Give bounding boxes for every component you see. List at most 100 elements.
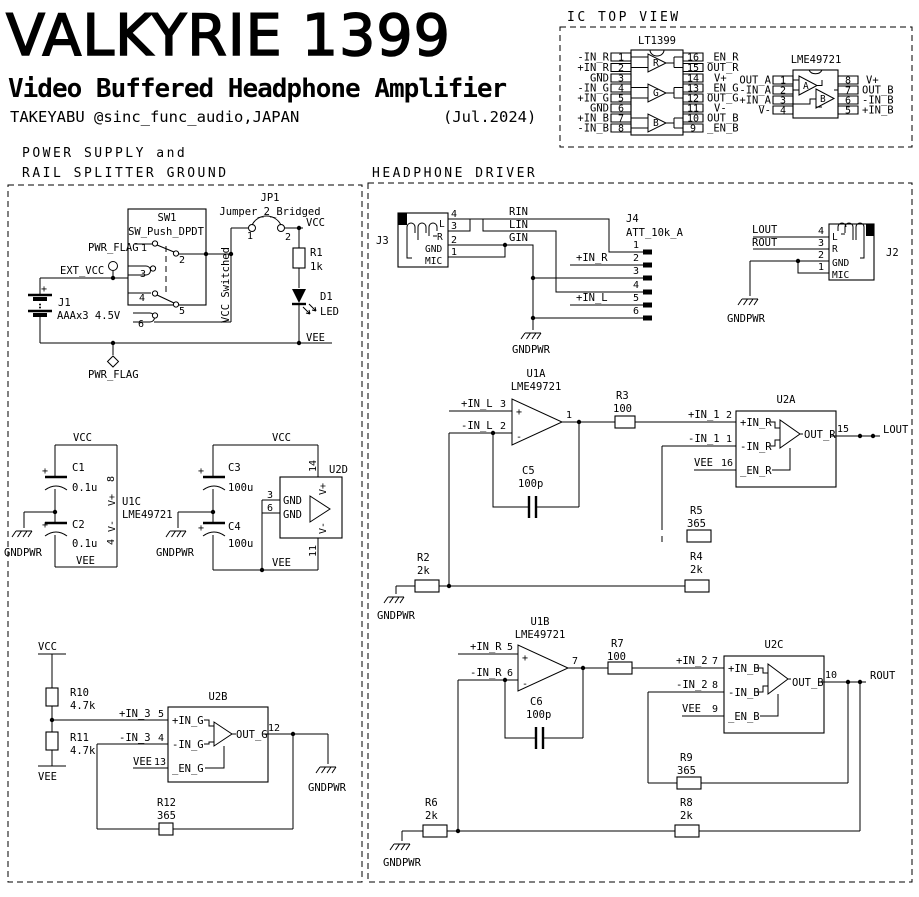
power-section-border xyxy=(7,184,363,883)
lt1399-pin-label: OUT_G xyxy=(707,93,739,105)
u1a-pin1-number: 1 xyxy=(566,410,572,421)
u1a-pin2-number: 2 xyxy=(500,421,506,432)
u2a-pin16-number: 16 xyxy=(721,458,733,469)
power-wires xyxy=(39,227,332,355)
in-r-net-label: +IN_R xyxy=(576,252,608,264)
c3-ref: C3 xyxy=(228,462,241,474)
u1a-pin3-number: 3 xyxy=(500,399,506,410)
u2b-pin-out: OUT_G xyxy=(236,729,268,741)
lme49721-pin-number: 2 xyxy=(780,86,786,97)
vee-label: VEE xyxy=(272,557,291,569)
u2a-pin2-number: 2 xyxy=(726,410,732,421)
lt1399-pin-label: -IN_R xyxy=(577,52,609,64)
power-junctions xyxy=(110,225,302,346)
lt1399-amp-g xyxy=(647,83,668,103)
u1b-in-plus-net: +IN_R xyxy=(470,641,502,653)
u2c-pin-in-plus: +IN_B xyxy=(728,663,760,675)
u2a-pin-in-minus: -IN_R xyxy=(740,441,772,453)
lt1399-pin-number: 12 xyxy=(687,94,699,105)
pwr-flag-bottom-label: PWR_FLAG xyxy=(88,369,139,381)
u2a-pin-in-plus: +IN_R xyxy=(740,417,772,429)
sw1-pin-1: 1 xyxy=(141,243,147,254)
vcc-net-label: VCC xyxy=(306,217,325,229)
u2a-vee-net: VEE xyxy=(694,457,713,469)
lt1399-pin-label: _EN_G xyxy=(707,83,739,95)
u2d-vminus-label: V- xyxy=(318,522,329,534)
j2-label-gnd: GND xyxy=(832,258,849,269)
r1-value: 1k xyxy=(310,261,323,273)
lt1399-symbol: LT1399 R G B -IN_R +IN_R GND -IN_G +IN_G… xyxy=(577,35,739,136)
j3-label-mic: MIC xyxy=(425,256,442,267)
j4-pin-number: 2 xyxy=(633,253,639,264)
u2d-amp-triangle xyxy=(309,495,331,523)
input-wires xyxy=(448,218,643,330)
u2b-pin-in-plus: +IN_G xyxy=(172,715,204,727)
rin-net-label: RIN xyxy=(509,206,528,218)
u2b-body xyxy=(167,706,269,783)
c2-ref: C2 xyxy=(72,519,85,531)
u2a-pin-out: OUT_R xyxy=(804,429,836,441)
lt1399-pin-label: V- xyxy=(714,103,727,115)
j3-ref: J3 xyxy=(376,235,389,247)
u2b-pin5-number: 5 xyxy=(158,709,164,720)
lt1399-amp-r-letter: R xyxy=(653,58,659,69)
vcc-switched-label: VCC_Switched xyxy=(220,247,232,323)
lme49721-pin-number: 4 xyxy=(780,106,786,117)
u1c-value: LME49721 xyxy=(122,509,173,521)
lme49721-amp-a xyxy=(798,75,819,96)
power-title-1: POWER SUPPLY and xyxy=(22,146,187,161)
title-block: VALKYRIE 1399 Video Buffered Headphone A… xyxy=(5,2,536,126)
jp1-pin-2: 2 xyxy=(285,232,291,243)
r9-ref: R9 xyxy=(680,752,693,764)
j3-label-gnd: GND xyxy=(425,244,442,255)
lt1399-pin-label: -IN_B xyxy=(577,123,609,135)
ic-top-view-title: IC TOP VIEW xyxy=(567,10,681,25)
r6-ref: R6 xyxy=(425,797,438,809)
sw1-switch: SW1 SW_Push_DPDT 1 2 3 4 5 6 xyxy=(127,208,207,330)
u1a-plus-sign: + xyxy=(516,407,522,418)
page-subtitle: Video Buffered Headphone Amplifier xyxy=(8,74,507,104)
u2c-pin7-number: 7 xyxy=(712,656,718,667)
lt1399-pin-number: 16 xyxy=(687,53,699,64)
j4-pin-number: 1 xyxy=(633,240,639,251)
u2d-pin11-number: 11 xyxy=(308,545,319,557)
sw1-pin-2: 2 xyxy=(179,255,185,266)
u2c-in-plus-net: +IN_2 xyxy=(676,655,708,667)
u2b-ref: U2B xyxy=(209,691,228,703)
gndpwr-label: GNDPWR xyxy=(512,344,551,356)
u2a-in-plus-net: +IN_1 xyxy=(688,409,720,421)
battery-plus: + xyxy=(41,284,47,295)
r12-body xyxy=(158,822,174,836)
r2-ground-row: R2 2k GNDPWR xyxy=(377,552,685,622)
c2-value: 0.1u xyxy=(72,538,97,550)
u1b-pin5-number: 5 xyxy=(507,642,513,653)
r11-ref: R11 xyxy=(70,732,89,744)
gndpwr-label: GNDPWR xyxy=(156,547,195,559)
lt1399-pin-number: 2 xyxy=(618,63,624,74)
r5-ref: R5 xyxy=(690,505,703,517)
u1c-vminus-label: V- xyxy=(107,520,118,532)
lt1399-ref: LT1399 xyxy=(638,35,676,47)
c3-value: 100u xyxy=(228,482,253,494)
driver-title: HEADPHONE DRIVER xyxy=(372,166,537,181)
r7-ref: R7 xyxy=(611,638,624,650)
u1a-value: LME49721 xyxy=(511,381,562,393)
lt1399-pin-label: OUT_R xyxy=(707,62,739,74)
lme49721-pin-number: 6 xyxy=(845,96,851,107)
j4-attenuator: J4 ATT_10k_A 1 2 3 4 5 6 xyxy=(626,213,684,321)
r11-body xyxy=(45,731,59,751)
u2b-pin-en: _EN_G xyxy=(172,763,204,775)
jp1-ref: JP1 xyxy=(261,192,280,204)
lt1399-pin-label: V+ xyxy=(714,73,727,85)
u2d-pin14-number: 14 xyxy=(308,460,319,472)
r8-value: 2k xyxy=(680,810,693,822)
u1a-in-plus-net: +IN_L xyxy=(461,398,493,410)
u1c-ref: U1C xyxy=(122,496,141,508)
rail-splitter-u2d: VCC VEE + C3 100u + C4 100u GNDPWR U2D 3… xyxy=(156,432,348,573)
lt1399-pin-number: 3 xyxy=(618,74,624,85)
u1a-in-minus-net: -IN_L xyxy=(461,420,493,432)
lt1399-amp-b-wires xyxy=(631,117,683,129)
r12-value: 365 xyxy=(157,810,176,822)
